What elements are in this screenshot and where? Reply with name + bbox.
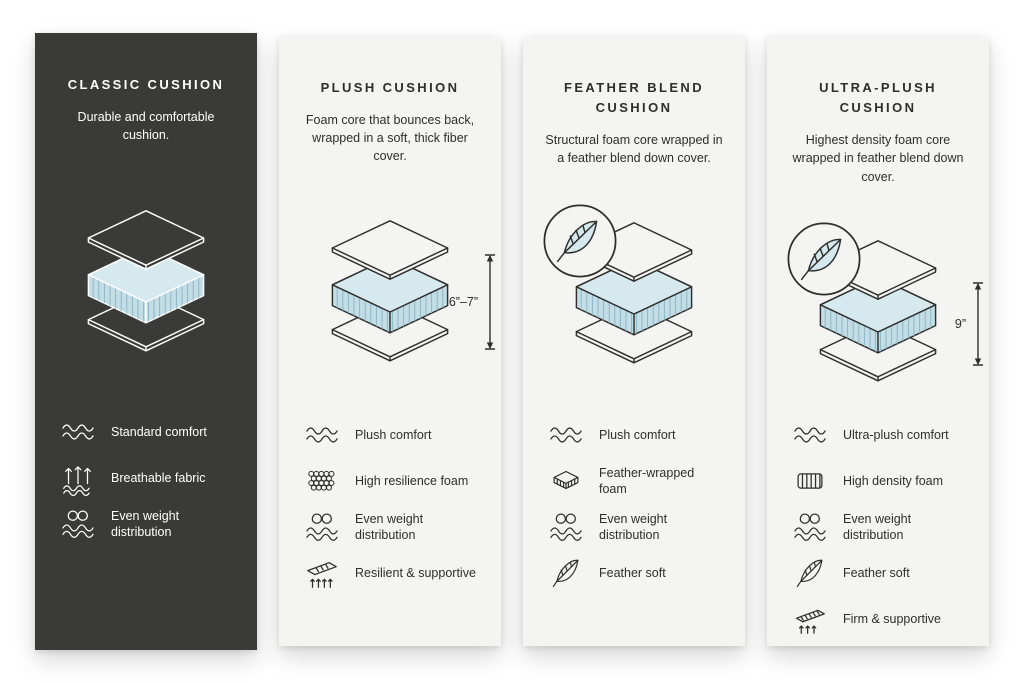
feature-item: Even weight distribution [547,508,727,546]
waves-icon [547,416,585,454]
card-ultra-plush-cushion: ULTRA-PLUSH CUSHION Highest density foam… [767,36,989,646]
feature-label: Even weight distribution [355,511,424,542]
feature-item: Even weight distribution [59,505,239,543]
height-dimension-label: 9” [954,316,966,331]
card-description: Foam core that bounces back, wrapped in … [305,113,475,164]
card-plush-cushion: PLUSH CUSHION Foam core that bounces bac… [279,36,501,646]
height-dimension: 6”–7” [448,253,496,350]
feature-label: Even weight distribution [843,511,912,542]
feature-label: Firm & supportive [843,611,941,626]
height-dimension-arrow [485,253,495,350]
feature-label: Even weight distribution [599,511,668,542]
feature-item: Ultra-plush comfort [791,416,971,454]
firm-icon [791,600,829,638]
springs-icon [303,554,341,592]
height-dimension: 9” [954,281,984,366]
feature-list: Plush comfort Feather-wrapped foam Even … [547,416,727,592]
feature-item: Standard comfort [59,413,239,451]
feature-list: Standard comfort Breathable fabric Even … [59,413,239,543]
waves-icon [791,416,829,454]
feather-icon [547,554,585,592]
cushion-layers-graphic [310,216,470,368]
feature-label: Breathable fabric [111,470,206,485]
card-description: Durable and comfortable cushion. [77,110,215,143]
feature-label: Feather soft [599,565,666,580]
feature-item: Even weight distribution [303,508,483,546]
card-title: CLASSIC CUSHION [67,77,225,92]
feature-list: Plush comfort High resilience foam Even … [303,416,483,592]
feature-label: Even weight distribution [111,508,180,539]
feature-label: Plush comfort [355,427,432,442]
feature-label: Plush comfort [599,427,676,442]
feature-item: Feather-wrapped foam [547,462,727,500]
feature-item: Breathable fabric [59,459,239,497]
feature-item: High density foam [791,462,971,500]
feature-list: Ultra-plush comfort High density foam Ev… [791,416,971,638]
feature-item: High resilience foam [303,462,483,500]
feature-label: Ultra-plush comfort [843,427,949,442]
feature-item: Resilient & supportive [303,554,483,592]
card-description: Highest density foam core wrapped in fea… [792,133,964,184]
card-title: ULTRA-PLUSH CUSHION [819,80,937,116]
even-weight-icon [59,505,97,543]
height-dimension-arrow [973,281,983,366]
feature-item: Plush comfort [547,416,727,454]
feature-item: Plush comfort [303,416,483,454]
foam-cells-icon [303,462,341,500]
cushion-illustration: 9” [798,236,983,388]
cushion-layers-graphic [66,206,226,358]
feature-item: Firm & supportive [791,600,971,638]
breathable-icon [59,459,97,497]
cushion-illustration: 6”–7” [310,216,495,368]
feature-label: Standard comfort [111,424,207,439]
feature-item: Even weight distribution [791,508,971,546]
card-title: FEATHER BLEND CUSHION [563,80,704,116]
even-weight-icon [547,508,585,546]
even-weight-icon [791,508,829,546]
feather-badge-icon [541,202,619,280]
feature-item: Feather soft [791,554,971,592]
even-weight-icon [303,508,341,546]
cushion-illustration [554,218,714,370]
density-icon [791,462,829,500]
feather-icon [791,554,829,592]
feather-badge-icon [785,220,863,298]
card-feather-blend-cushion: FEATHER BLEND CUSHION Structural foam co… [523,36,745,646]
feature-label: Resilient & supportive [355,565,476,580]
waves-icon [303,416,341,454]
card-description: Structural foam core wrapped in a feathe… [545,133,723,166]
feather-wrap-icon [547,462,585,500]
feature-label: Feather soft [843,565,910,580]
cushion-comparison-board: CLASSIC CUSHION Durable and comfortable … [35,33,989,650]
feature-label: Feather-wrapped foam [599,465,695,496]
feature-label: High resilience foam [355,473,469,488]
feature-label: High density foam [843,473,944,488]
feature-item: Feather soft [547,554,727,592]
waves-icon [59,413,97,451]
cushion-illustration [66,206,226,358]
height-dimension-label: 6”–7” [448,294,478,309]
card-title: PLUSH CUSHION [320,80,460,95]
card-classic-cushion: CLASSIC CUSHION Durable and comfortable … [35,33,257,650]
